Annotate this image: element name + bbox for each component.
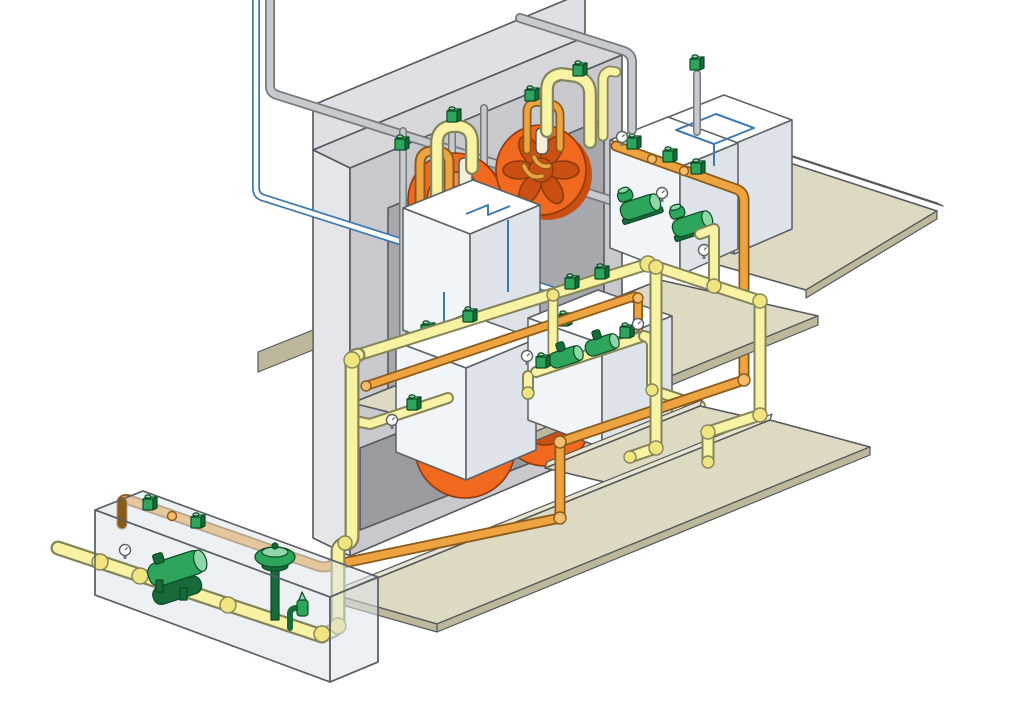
meter-set-assembly [50,540,331,644]
upper-appliance-unit [515,13,793,386]
pressure-regulator [254,542,296,621]
relief-valve [287,591,309,631]
shutoff-valve [572,60,588,77]
gas-meter [147,549,208,606]
yellow-feed-line [351,257,655,362]
copper-spur [360,291,644,392]
shutoff-valve [690,158,706,175]
shutoff-valve [406,394,422,411]
shutoff-valve [619,322,635,339]
blower-gas-arches [414,67,597,261]
duct-notch-outline [465,204,511,216]
shutoff-valve [446,106,462,123]
shutoff-valve [662,146,678,163]
shutoff-valve [524,85,540,102]
shutoff-valve [142,494,158,511]
shutoff-valve [689,54,705,71]
misc-fittings [521,383,715,469]
shutoff-valve [462,306,478,323]
shutoff-valve [626,133,642,150]
shutoff-valve [594,263,610,280]
ground-level-platform [334,413,871,633]
combustion-air-duct-outline [675,113,755,166]
shutoff-valve [394,134,410,151]
meter-room [50,490,379,683]
mid-left-appliance-cabinet [395,313,537,481]
shutoff-valve [190,512,206,529]
shutoff-valve [564,273,580,290]
shutoff-valve [535,352,551,369]
